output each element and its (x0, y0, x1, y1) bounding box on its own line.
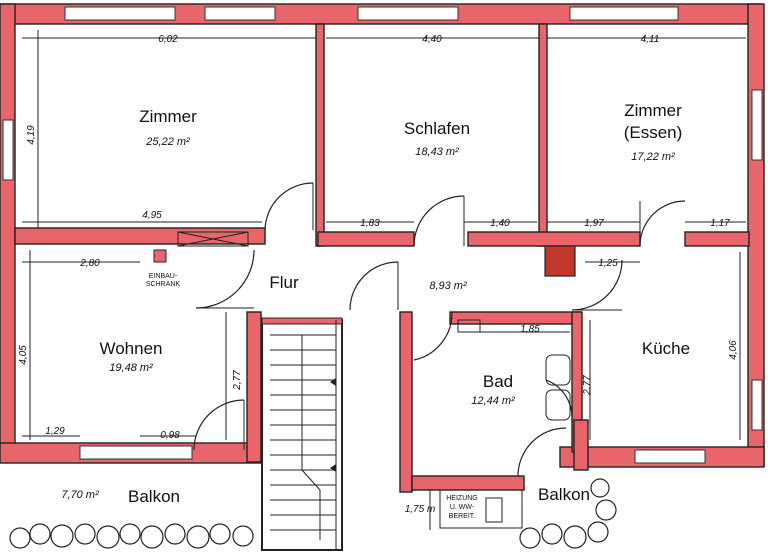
dim-wohnen-height: 4,05 (18, 345, 29, 365)
heizung-label-3: BEREIT. (449, 513, 476, 520)
room-essen-area: 17,22 m² (631, 151, 675, 163)
room-essen-name-2: (Essen) (624, 123, 683, 142)
dimension-lines (22, 30, 746, 530)
room-flur-name: Flur (269, 273, 299, 292)
room-balkon-left-area: 7,70 m² (61, 489, 99, 501)
dim-wohnen-bottom-right: 0,98 (160, 430, 180, 441)
staircase (261, 317, 343, 551)
dim-essen-right: 1,17 (710, 218, 730, 229)
room-balkon-right-name: Balkon (538, 485, 590, 504)
dim-zimmer-height: 4,19 (26, 125, 37, 145)
built-in-cabinet (177, 231, 249, 247)
room-zimmer-name: Zimmer (139, 107, 197, 126)
dim-schlafen-left: 1,83 (360, 218, 380, 229)
room-schlafen-area: 18,43 m² (415, 146, 459, 158)
heizung-label-2: U. WW- (450, 504, 475, 511)
room-flur-area: 8,93 m² (429, 280, 467, 292)
dim-kueche-height: 4,06 (728, 340, 739, 360)
room-wohnen-name: Wohnen (99, 339, 162, 358)
room-kueche-name: Küche (642, 339, 690, 358)
room-schlafen-name: Schlafen (404, 119, 470, 138)
room-bad-area: 12,44 m² (471, 395, 515, 407)
dim-schlafen-right: 1,40 (490, 218, 510, 229)
room-bad-name: Bad (483, 372, 513, 391)
doors (193, 182, 686, 477)
dim-wohnen-right: 2,77 (232, 370, 243, 391)
dim-heating: 1,75 m (405, 504, 436, 515)
dim-zimmer-width: 6,02 (158, 34, 178, 45)
dim-zimmer-bottom: 4,95 (142, 210, 162, 221)
room-essen-name-1: Zimmer (624, 101, 682, 120)
vent-block (153, 249, 167, 263)
room-wohnen-area: 19,48 m² (109, 362, 153, 374)
dim-schlafen-width: 4,40 (422, 34, 442, 45)
dim-wohnen-top: 2,80 (79, 258, 100, 269)
room-zimmer-area: 25,22 m² (145, 136, 190, 148)
dim-bad-top: 1,85 (520, 324, 540, 335)
lower-windows (2, 89, 763, 464)
einbau-label-2: SCHRANK (146, 281, 181, 288)
dim-essen-width: 4,11 (641, 34, 660, 45)
dim-kueche-top: 1,25 (598, 258, 618, 269)
top-windows (64, 6, 679, 21)
interior-walls (14, 23, 750, 493)
shrubs (9, 478, 617, 549)
dim-wohnen-bottom-left: 1,29 (45, 426, 65, 437)
dim-essen-left: 1,97 (584, 218, 604, 229)
heizung-label-1: HEIZUNG (446, 495, 478, 502)
heating-box (439, 489, 523, 529)
einbau-label-1: EINBAU- (149, 273, 178, 280)
room-balkon-left-name: Balkon (128, 487, 180, 506)
dim-bad-right: 2,77 (582, 375, 593, 396)
